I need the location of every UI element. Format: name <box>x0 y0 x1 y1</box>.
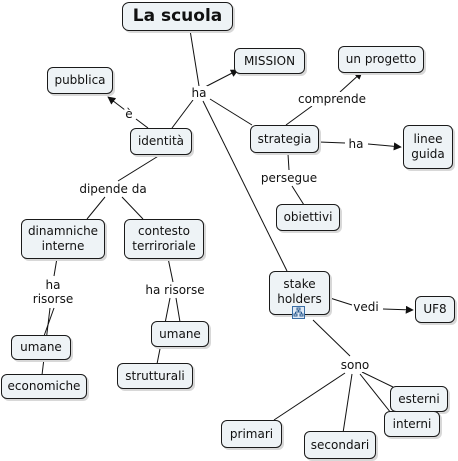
link-strategia-persegue <box>287 153 290 171</box>
link-stakeholders-sono <box>312 319 351 357</box>
link-sono-primari <box>273 372 346 421</box>
label-ha-risorse-right[interactable]: ha risorse <box>144 283 206 297</box>
node-dinamiche-interne[interactable]: dinamniche interne <box>21 219 105 259</box>
node-umane-2[interactable]: umane <box>151 321 209 347</box>
link-identita-e <box>135 118 149 129</box>
node-contesto-territoriale[interactable]: contesto terriroriale <box>124 219 204 259</box>
link-identita-dipende <box>117 154 161 182</box>
node-umane-1[interactable]: umane <box>11 335 71 360</box>
label-comprende[interactable]: comprende <box>297 92 367 106</box>
node-linee-guida[interactable]: linee guida <box>403 125 453 169</box>
node-identita[interactable]: identità <box>130 128 192 155</box>
link-e-pubblica <box>107 96 126 111</box>
node-economiche[interactable]: economiche <box>1 374 87 399</box>
link-sono-interni <box>359 373 392 414</box>
link-dipende-dinamiche <box>86 196 106 220</box>
node-primari[interactable]: primari <box>221 420 282 448</box>
link-ha-strategia <box>209 98 253 126</box>
node-un-progetto[interactable]: un progetto <box>338 46 424 73</box>
link-dipende-contesto <box>121 196 144 220</box>
link-sono-esterni <box>361 371 394 388</box>
label-sono[interactable]: sono <box>339 358 371 372</box>
link-strategia-comprende <box>285 105 313 126</box>
node-mission[interactable]: MISSION <box>234 48 305 74</box>
link-ha-stakeholders <box>202 100 288 272</box>
link-contesto-harisorse <box>167 257 174 283</box>
label-e[interactable]: è <box>124 107 134 121</box>
node-secondari[interactable]: secondari <box>304 431 376 459</box>
link-ha-mission <box>204 69 239 88</box>
node-obiettivi[interactable]: obiettivi <box>276 204 340 231</box>
label-ha-root[interactable]: ha <box>190 86 208 100</box>
label-persegue[interactable]: persegue <box>259 171 319 185</box>
node-strategia[interactable]: strategia <box>250 125 319 153</box>
link-dinamiche-harisorse <box>53 257 58 277</box>
hierarchy-icon[interactable] <box>292 306 305 319</box>
link-harisorse-umane2 <box>175 297 181 323</box>
node-interni[interactable]: interni <box>384 411 440 437</box>
node-uf8[interactable]: UF8 <box>415 296 455 323</box>
label-ha-risorse-left[interactable]: ha risorse <box>31 278 75 306</box>
node-strutturali[interactable]: strutturali <box>117 363 193 389</box>
link-root-ha <box>189 29 200 87</box>
node-esterni[interactable]: esterni <box>390 386 448 412</box>
link-stakeholders-vedi <box>329 297 353 306</box>
link-comprende-progetto <box>339 71 363 93</box>
node-pubblica[interactable]: pubblica <box>47 67 113 94</box>
label-dipende-da[interactable]: dipende da <box>78 182 148 196</box>
link-ha-linee <box>367 142 402 151</box>
node-la-scuola[interactable]: La scuola <box>122 2 233 31</box>
label-vedi[interactable]: vedi <box>352 300 380 314</box>
link-sono-secondari <box>342 373 353 434</box>
link-persegue-obiettivi <box>291 185 305 206</box>
link-ha-identita <box>171 99 194 129</box>
link-vedi-uf8 <box>382 305 414 314</box>
link-strategia-ha <box>318 141 346 144</box>
link-harisorse-umane1 <box>43 307 55 337</box>
label-ha-strategia[interactable]: ha <box>347 137 365 151</box>
